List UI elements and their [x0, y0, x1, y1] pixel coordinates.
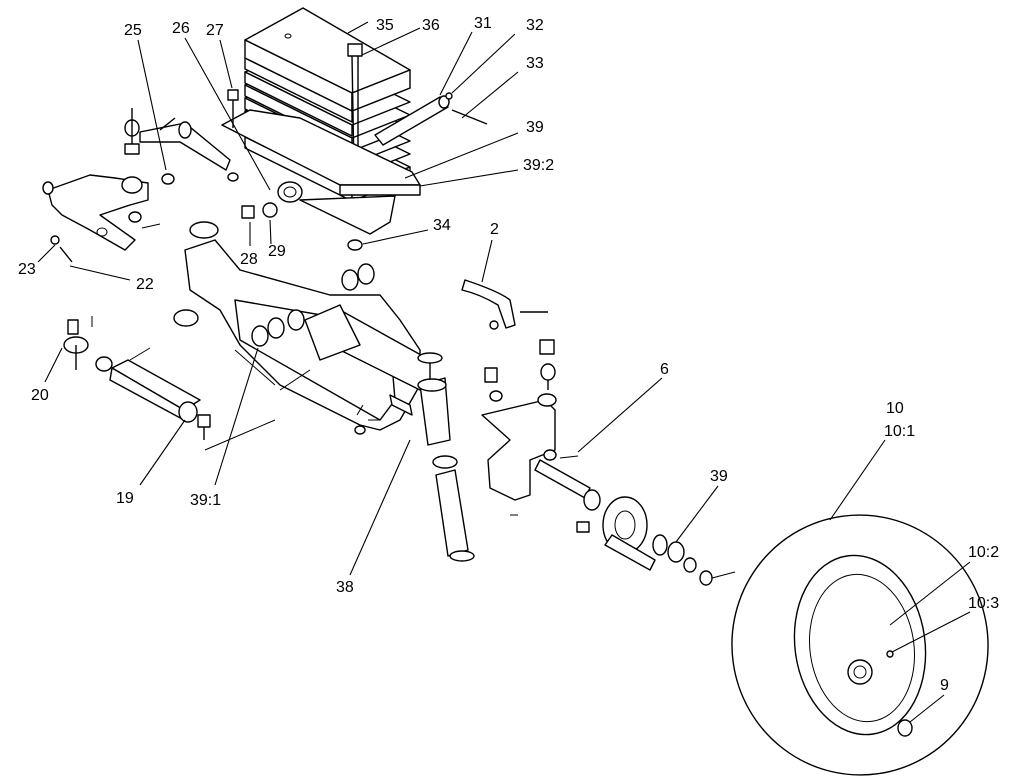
tie-rod-end: [63, 316, 93, 370]
callout-31: 31: [474, 15, 492, 32]
callout-10: 10: [886, 400, 904, 417]
wheel-hub: [510, 489, 736, 586]
callout-22: 22: [136, 276, 154, 293]
callout-39-top: 39: [526, 119, 544, 136]
pivot-tube: [354, 352, 475, 562]
axle-frame: [173, 221, 431, 451]
callout-25: 25: [124, 22, 142, 39]
callout-35: 35: [376, 17, 394, 34]
nut-34: [347, 239, 363, 251]
spindle-bracket: [481, 367, 591, 501]
callout-29: 29: [268, 243, 286, 260]
bracket-pin: [374, 92, 488, 146]
callout-26: 26: [172, 20, 190, 37]
callout-23: 23: [18, 261, 36, 278]
steering-bracket: [42, 174, 161, 263]
callout-36: 36: [422, 17, 440, 34]
callout-20: 20: [31, 387, 49, 404]
callout-10-1: 10:1: [884, 423, 915, 440]
callout-28: 28: [240, 251, 258, 268]
callout-38: 38: [336, 579, 354, 596]
callout-34: 34: [433, 217, 451, 234]
callout-33: 33: [526, 55, 544, 72]
callout-39-2: 39:2: [523, 157, 554, 174]
steering-link: [124, 108, 231, 185]
callout-10-2: 10:2: [968, 544, 999, 561]
callout-32: 32: [526, 17, 544, 34]
bushing-26: [241, 181, 303, 219]
drag-link: [461, 279, 556, 390]
frame-spacers: [251, 263, 375, 347]
callout-19: 19: [116, 490, 134, 507]
callout-6: 6: [660, 361, 669, 378]
steering-cylinder: [95, 347, 211, 440]
callout-10-3: 10:3: [968, 595, 999, 612]
callout-27: 27: [206, 22, 224, 39]
leader-lines: [37, 21, 971, 723]
bolt-27: [227, 89, 239, 182]
callout-39-1: 39:1: [190, 492, 221, 509]
callout-labels: 35 36 31 32 33 39 39:2 25 26 27 34 28 29…: [18, 15, 999, 694]
callout-9: 9: [940, 677, 949, 694]
callout-2: 2: [490, 221, 499, 238]
wheel-assembly: [731, 514, 989, 776]
weight-bracket: [221, 109, 421, 235]
callout-39-hub: 39: [710, 468, 728, 485]
